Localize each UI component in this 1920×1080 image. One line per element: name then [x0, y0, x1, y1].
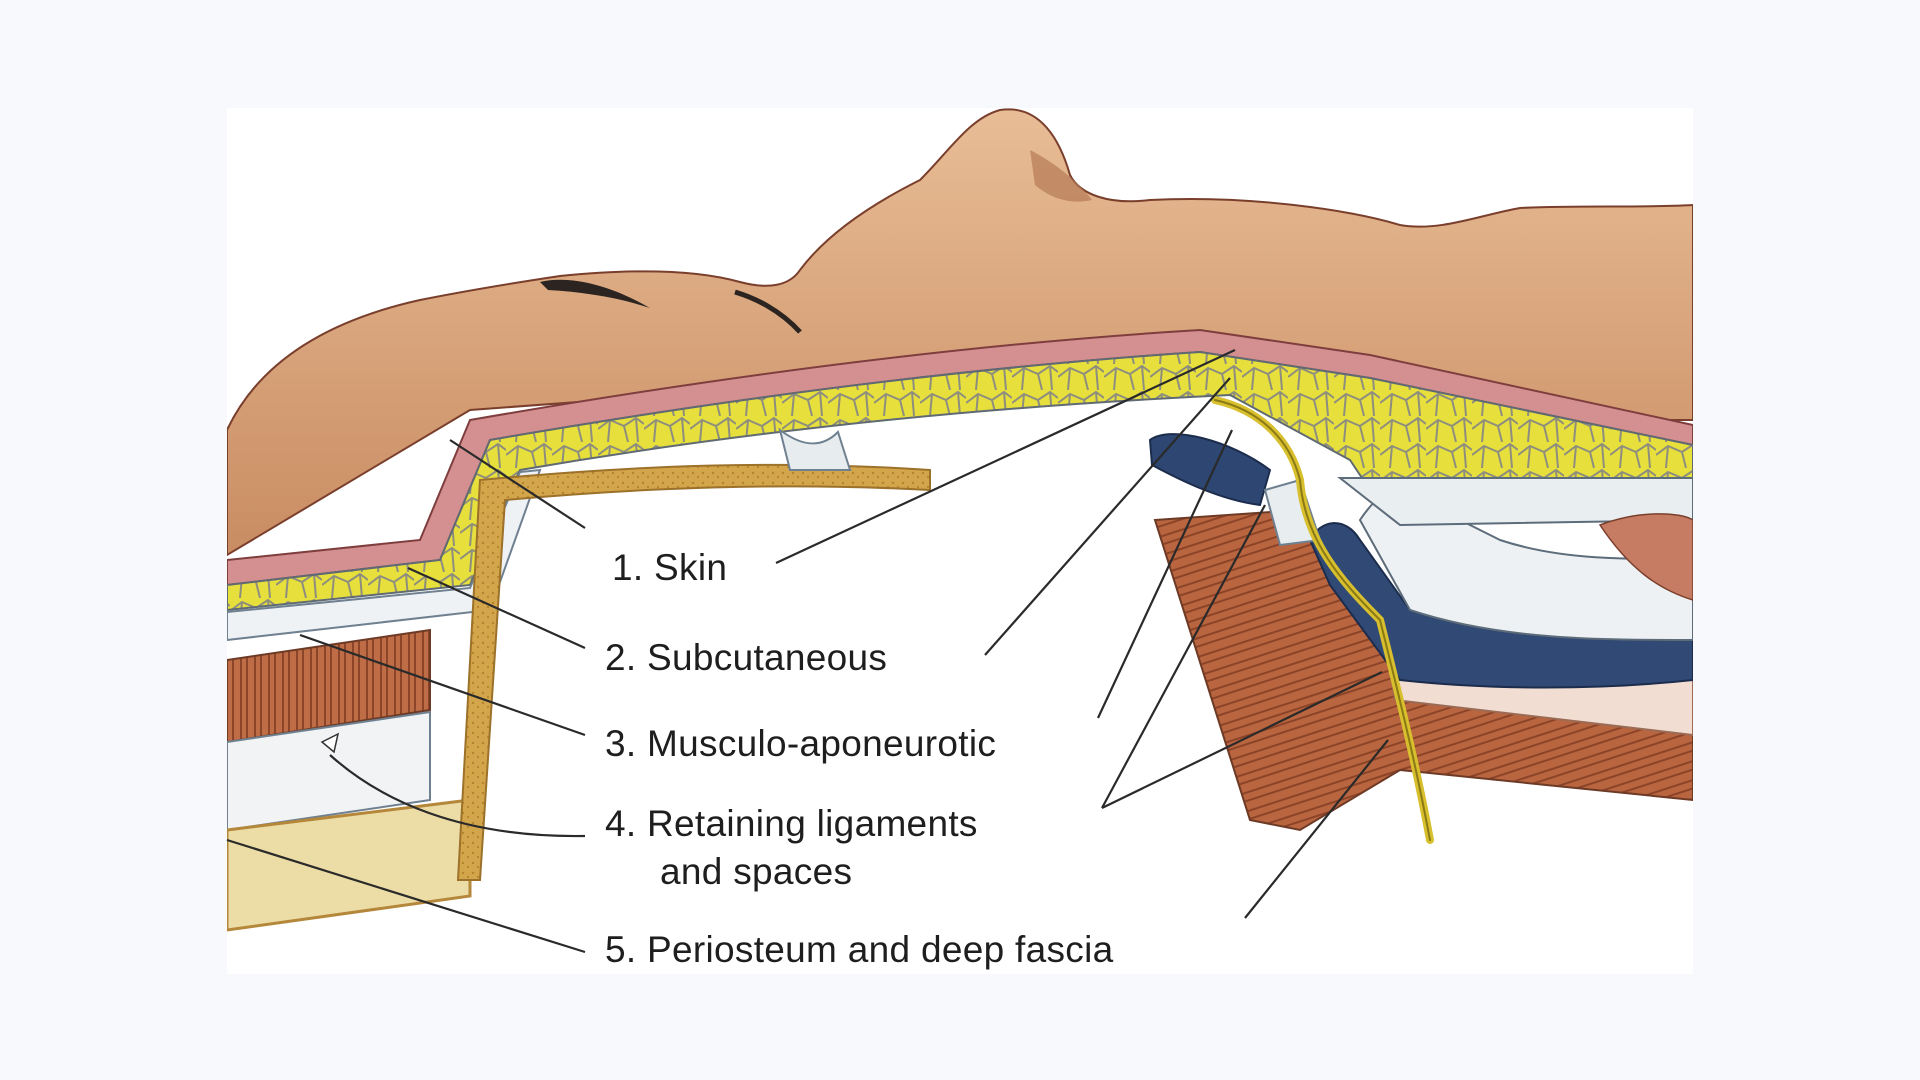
leader-retaining-left	[329, 754, 586, 838]
blue-fat-pad	[1148, 433, 1272, 507]
right-upper-smas-layer	[1337, 477, 1693, 527]
eyelashes	[734, 289, 802, 334]
center-ligament	[778, 427, 852, 471]
left-smas-layer	[227, 468, 542, 642]
leader-retaining-right-b	[1101, 671, 1383, 809]
left-muscle-layer	[227, 628, 431, 744]
space-arrow-icon	[320, 732, 340, 754]
leader-subcutaneous-right	[984, 377, 1231, 656]
label-retaining-spaces: and spaces	[660, 851, 852, 892]
leader-musculo-right	[1097, 429, 1233, 719]
left-deep-layer	[227, 710, 431, 832]
leader-periosteum-right	[1244, 739, 1389, 919]
face-skin-surface	[227, 108, 1693, 557]
orbital-rim-bone	[456, 463, 931, 881]
leader-retaining-right-a	[1101, 504, 1266, 809]
leader-periosteum-left	[226, 838, 586, 954]
right-facial-muscle	[1598, 513, 1693, 601]
label-musculo-aponeurotic: 3. Musculo-aponeurotic	[605, 723, 996, 764]
anatomy-artwork	[227, 108, 1693, 932]
nose-shadow	[1030, 150, 1092, 202]
label-retaining-ligaments: 4. Retaining ligaments	[605, 803, 978, 844]
leader-skin-left	[449, 439, 586, 529]
label-subcutaneous: 2. Subcutaneous	[605, 637, 887, 678]
leader-skin-right	[775, 349, 1236, 564]
label-skin: 1. Skin	[612, 547, 727, 588]
eyebrow	[540, 279, 650, 308]
leader-lines	[226, 349, 1389, 954]
facial-nerve-outline	[1214, 399, 1431, 841]
leader-subcutaneous-left	[407, 566, 586, 650]
leader-musculo-left	[299, 633, 586, 737]
layer-labels: 1. Skin 2. Subcutaneous 3. Musculo-apone…	[605, 547, 1114, 970]
label-periosteum: 5. Periosteum and deep fascia	[605, 929, 1114, 970]
